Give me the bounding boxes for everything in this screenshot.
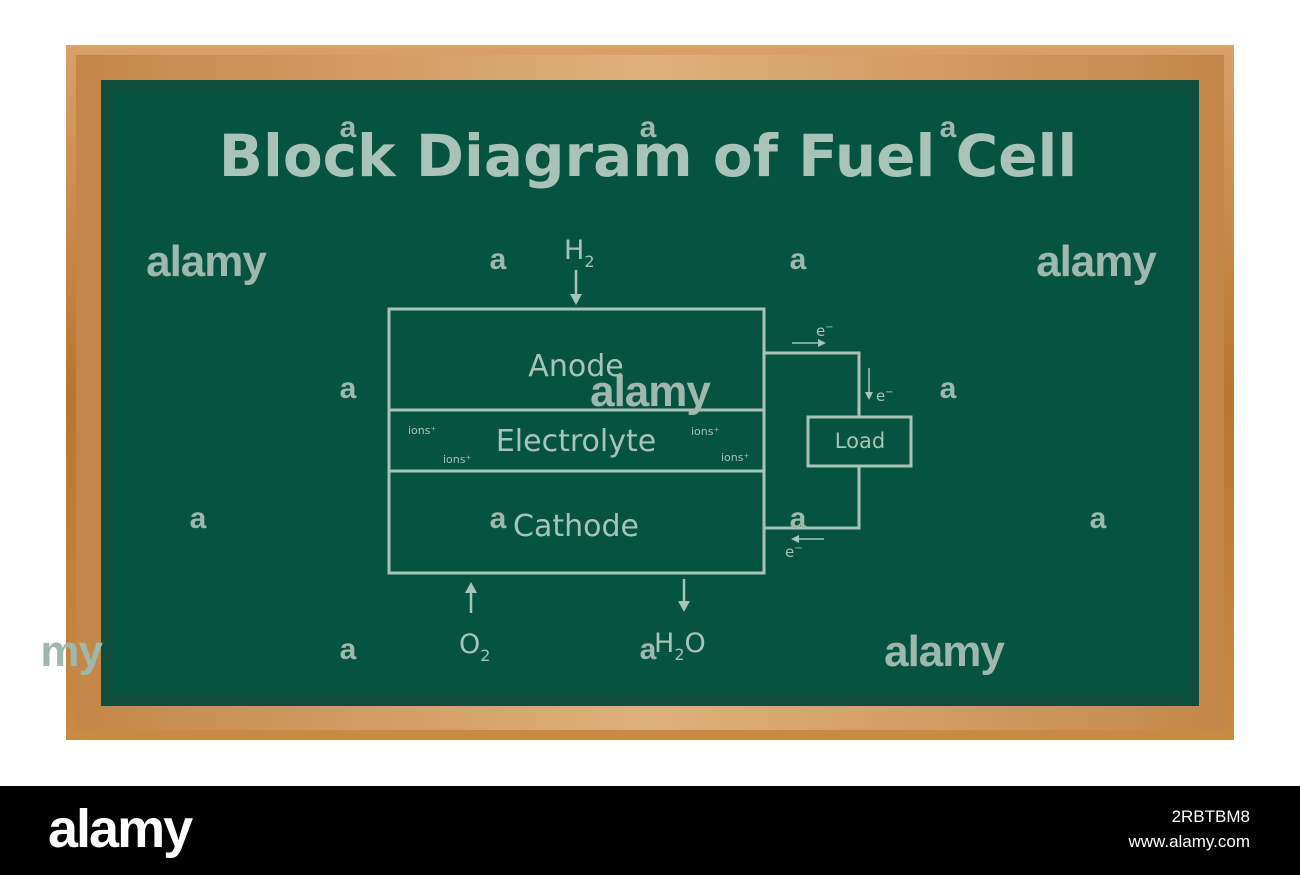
watermark-letter: a xyxy=(340,633,357,666)
load-box xyxy=(806,415,913,468)
watermark-letter: a xyxy=(640,111,657,144)
oxygen-input-arrow xyxy=(465,582,477,613)
water-output-label: H2O xyxy=(654,628,706,664)
watermark-logo: alamy xyxy=(146,237,267,286)
electron-arrow-left xyxy=(791,535,824,543)
electron-label: e− xyxy=(816,322,834,340)
circuit-wire-top xyxy=(764,351,861,417)
watermark-letter: a xyxy=(490,502,507,535)
hydrogen-input-arrow xyxy=(570,270,582,305)
diagram-title: Block Diagram of Fuel Cell xyxy=(219,122,1078,190)
water-output-arrow xyxy=(678,579,690,612)
ions-label: ions⁺ xyxy=(721,451,749,464)
anode-label: Anode xyxy=(528,349,623,384)
watermark-logo: alamy xyxy=(884,627,1005,676)
ions-label: ions⁺ xyxy=(408,424,436,437)
fuel-cell-diagram: Block Diagram of Fuel Cell Anode Electro… xyxy=(40,111,1158,676)
hydrogen-input-label: H2 xyxy=(564,235,595,271)
watermark-letter: a xyxy=(490,243,507,276)
watermark-letter: a xyxy=(190,502,207,535)
load-label: Load xyxy=(835,429,885,453)
fuel-cell-box xyxy=(387,307,766,575)
stock-footer-bar: alamy 2RBTBM8 www.alamy.com xyxy=(0,786,1300,875)
electron-label: e− xyxy=(785,543,803,561)
watermark-letter: a xyxy=(940,111,957,144)
watermark-letter: a xyxy=(340,111,357,144)
watermark-logo: alamy xyxy=(590,367,711,416)
electron-arrow-right xyxy=(792,339,826,347)
chalkboard-surface xyxy=(113,92,1187,694)
watermark-letter: a xyxy=(1090,502,1107,535)
chalkboard xyxy=(101,80,1199,706)
cathode-label: Cathode xyxy=(513,509,639,544)
watermark-letter: a xyxy=(340,372,357,405)
watermark-letter: a xyxy=(790,502,807,535)
watermark-letter: a xyxy=(940,372,957,405)
site-url[interactable]: www.alamy.com xyxy=(1128,832,1250,851)
watermark-letter: a xyxy=(790,243,807,276)
ions-label: ions⁺ xyxy=(691,425,719,438)
electrolyte-label: Electrolyte xyxy=(496,424,656,459)
electron-arrow-down xyxy=(865,368,873,400)
watermark-logo: alamy xyxy=(1036,237,1157,286)
ions-label: ions⁺ xyxy=(443,453,471,466)
oxygen-input-label: O2 xyxy=(459,629,490,665)
watermark-letter: a xyxy=(640,633,657,666)
electron-label: e− xyxy=(876,387,894,405)
watermark-logo-partial: my xyxy=(40,627,103,676)
footer-credit: 2RBTBM8 www.alamy.com xyxy=(1128,804,1250,854)
circuit-wire-bottom xyxy=(764,466,861,530)
footer-logo: alamy xyxy=(48,799,193,859)
image-id: 2RBTBM8 xyxy=(1171,807,1250,826)
